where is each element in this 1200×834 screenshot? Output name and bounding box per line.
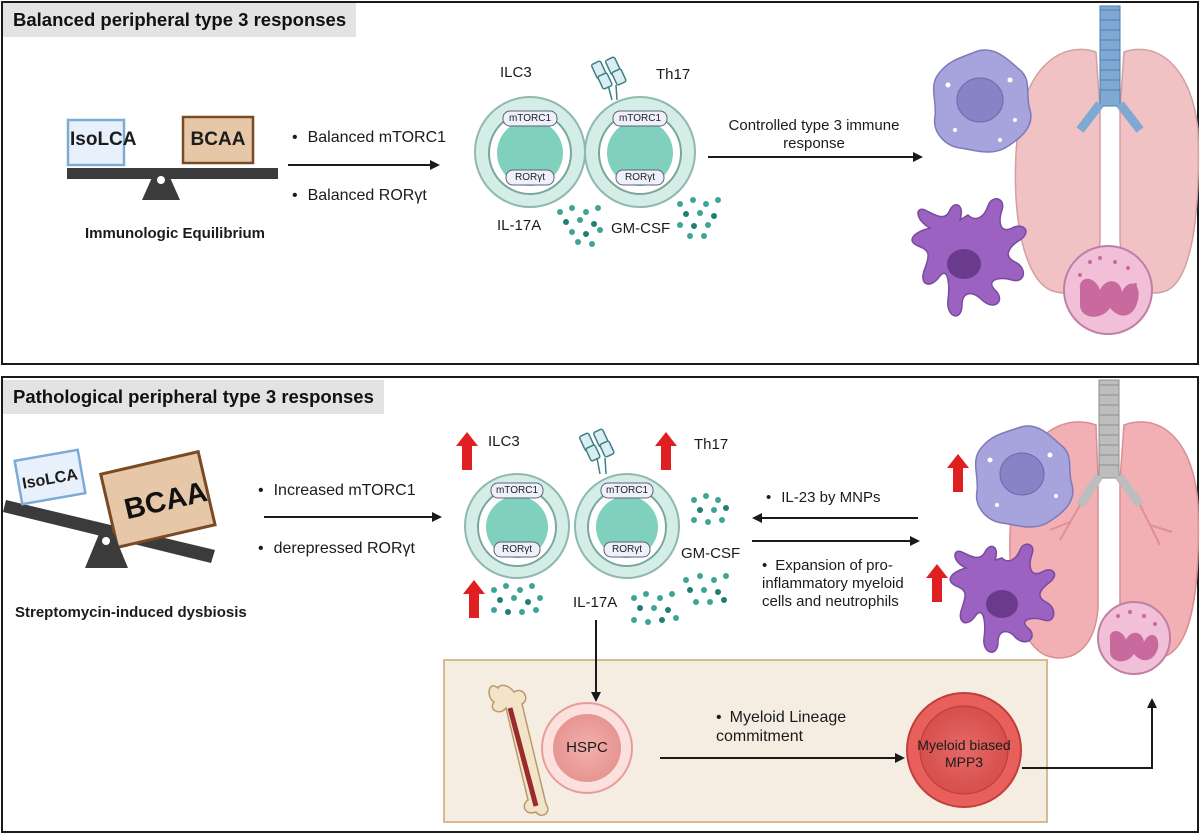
top-panel-header: Balanced peripheral type 3 responses: [3, 3, 357, 37]
balanced-scale-icon: [66, 115, 278, 200]
mtorc1-bottom-ilc3: mTORC1: [495, 485, 539, 496]
ilc3-cell-bottom-icon: [464, 473, 570, 579]
bullet-increased-mtorc1: Increased mTORC1: [258, 481, 416, 500]
il23-feedback-text: IL-23 by MNPs: [766, 489, 880, 507]
mtorc1-label-th17: mTORC1: [618, 113, 662, 124]
macrophage-icon: [932, 49, 1032, 153]
bullet-balanced-rorgt: Balanced RORγt: [292, 186, 427, 205]
rorgt-bottom-ilc3: RORγt: [502, 544, 532, 555]
ilc3-bottom-label: ILC3: [488, 433, 520, 450]
il17a-bottom-label: IL-17A: [573, 594, 618, 611]
bullet-derepressed-rorgt: derepressed RORγt: [258, 539, 415, 558]
gmcsf-label: GM-CSF: [611, 220, 671, 237]
hspc-cell-icon: [541, 702, 633, 794]
tilted-scale-icon: [3, 448, 217, 568]
cytokine-dots-bottom-icon: [491, 493, 729, 625]
dendritic-cell-bottom-icon: [949, 543, 1056, 653]
mpp3-cell-icon: [906, 692, 1022, 808]
th17-label: Th17: [656, 66, 691, 83]
hspc-label: HSPC: [566, 739, 608, 756]
isolca-label: IsoLCA: [70, 129, 137, 150]
controlled-response-text: Controlled type 3 immune response: [728, 117, 900, 152]
cytokine-dots-gmcsf-icon: [677, 197, 721, 239]
neutrophil-icon: [1063, 245, 1153, 335]
th17-bottom-label: Th17: [694, 436, 729, 453]
arrow-return: [1022, 698, 1157, 769]
th17-cell-bottom-icon: [574, 473, 680, 579]
mpp3-label: Myeloid biased MPP3: [917, 737, 1011, 770]
commitment-text: •Myeloid Lineage commitment: [716, 709, 847, 746]
rorgt-bottom-th17: RORγt: [612, 544, 642, 555]
tcr-receptor-bottom-icon: [578, 428, 615, 475]
gmcsf-bottom-label: GM-CSF: [681, 545, 741, 562]
th17-cell-icon: [584, 96, 696, 208]
bullet-balanced-mtorc1: Balanced mTORC1: [292, 128, 446, 147]
neutrophil-bottom-icon: [1097, 601, 1171, 675]
tcr-receptor-icon: [590, 56, 627, 101]
dendritic-cell-icon: [911, 198, 1027, 317]
cytokine-dots-il17a-icon: [557, 205, 603, 247]
bcaa-label: BCAA: [190, 129, 246, 150]
dysbiosis-caption: Streptomycin-induced dysbiosis: [15, 604, 247, 621]
ilc3-label: ILC3: [500, 64, 532, 81]
expansion-text: •Expansion of pro-inflammatory myeloid c…: [762, 557, 904, 610]
rorgt-label-ilc3: RORγt: [515, 172, 545, 183]
bottom-panel-frame: [1, 376, 1199, 833]
bone-icon: [488, 684, 549, 816]
rorgt-label-th17: RORγt: [625, 172, 655, 183]
equilibrium-caption: Immunologic Equilibrium: [85, 225, 265, 242]
mtorc1-label-ilc3: mTORC1: [508, 113, 552, 124]
lungs-icon: [1014, 5, 1200, 294]
bottom-panel-header: Pathological peripheral type 3 responses: [3, 380, 384, 414]
mtorc1-bottom-th17: mTORC1: [605, 485, 649, 496]
macrophage-bottom-icon: [974, 425, 1074, 528]
il17a-label: IL-17A: [497, 217, 542, 234]
